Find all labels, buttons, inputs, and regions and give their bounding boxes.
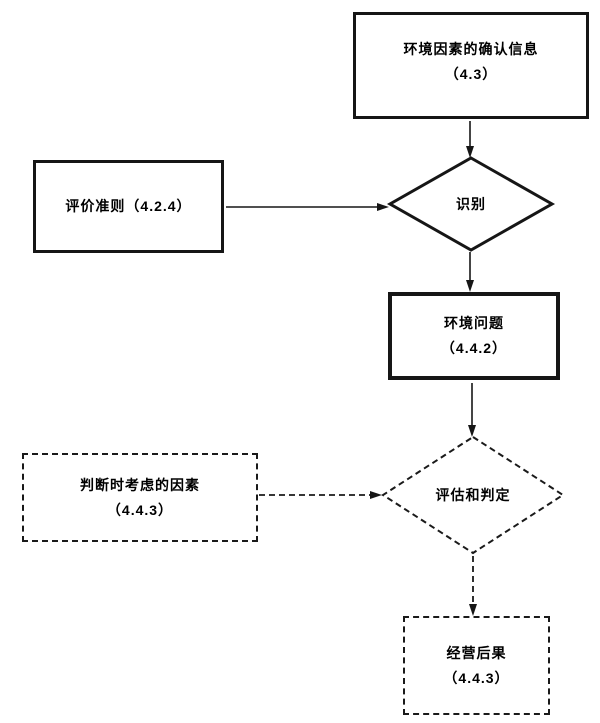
node-consequence: 经营后果 （4.4.3）: [403, 616, 550, 715]
node-consequence-line2: （4.4.3）: [443, 669, 510, 686]
arrowhead-confirm-to-identify: [466, 146, 474, 158]
node-env-issue: 环境问题 （4.4.2）: [388, 292, 560, 380]
node-criteria: 评价准则（4.2.4）: [33, 160, 224, 253]
arrowhead-identify-to-env-issue: [466, 280, 474, 292]
node-env-issue-line1: 环境问题: [444, 315, 504, 331]
node-confirm-info-line2: （4.3）: [444, 66, 498, 82]
evaluate-decision-diamond: [381, 435, 565, 555]
identify-decision-diamond: [386, 156, 556, 252]
node-judgment-factors-line1: 判断时考虑的因素: [80, 476, 200, 493]
node-evaluate-label: 评估和判定: [435, 487, 511, 503]
node-identify-label: 识别: [456, 196, 486, 212]
node-criteria-label: 评价准则（4.2.4）: [65, 198, 192, 214]
node-confirm-info: 环境因素的确认信息 （4.3）: [353, 12, 589, 119]
node-confirm-info-line1: 环境因素的确认信息: [403, 41, 539, 57]
node-consequence-line1: 经营后果: [446, 644, 507, 661]
arrowhead-env-issue-to-evaluate: [468, 425, 476, 437]
arrowhead-criteria-to-identify: [377, 203, 389, 211]
node-judgment-factors: 判断时考虑的因素 （4.4.3）: [22, 453, 258, 542]
node-judgment-factors-line2: （4.4.3）: [106, 501, 174, 518]
node-env-issue-line2: （4.4.2）: [440, 340, 508, 356]
arrowhead-factors-to-evaluate: [370, 491, 382, 499]
arrowhead-evaluate-to-consequence: [469, 604, 477, 616]
